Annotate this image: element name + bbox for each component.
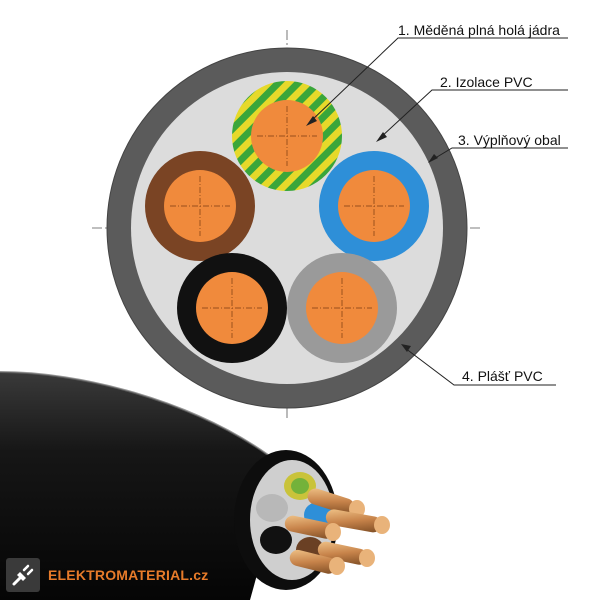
cable-photo [0, 371, 390, 600]
label-copper-cores: 1. Měděná plná holá jádra [398, 22, 560, 38]
core-blue [319, 151, 429, 261]
label-insulation: 2. Izolace PVC [440, 74, 533, 90]
core-brown [145, 151, 255, 261]
brand-text: ELEKTROMATERIAL.cz [48, 567, 209, 583]
core-grey [287, 253, 397, 363]
brand-logo[interactable]: ELEKTROMATERIAL.cz [6, 558, 208, 592]
core-black [177, 253, 287, 363]
label-sheath: 4. Plášť PVC [462, 368, 543, 384]
label-filler: 3. Výplňový obal [458, 132, 561, 148]
leader-lines [309, 37, 568, 386]
plug-icon [6, 558, 40, 592]
core-green-yellow [232, 81, 342, 191]
